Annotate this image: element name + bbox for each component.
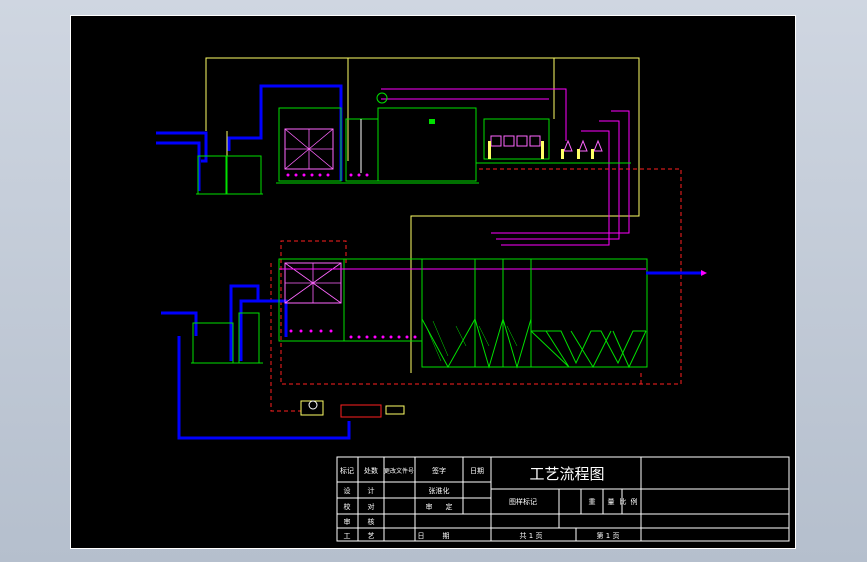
influent-pipe-lower [161, 311, 198, 336]
tb-check-1: 校 [344, 502, 351, 511]
tb-header-mark: 标记 [340, 466, 354, 475]
tb-approve-2: 定 [446, 502, 453, 511]
dosing-pumps-upper [490, 135, 603, 152]
tb-review-1: 审 [344, 517, 351, 526]
tb-header-date: 日期 [470, 467, 484, 475]
tb-ratio: 比 [620, 497, 627, 506]
tb-sheet-number: 第 1 页 [597, 531, 620, 540]
settling-tank-upper [377, 107, 477, 182]
tb-scale: 量 [608, 498, 615, 506]
tb-header-docno: 更改文件号 [384, 467, 414, 475]
tb-date-2: 期 [443, 532, 450, 540]
tb-header-count: 处数 [364, 466, 378, 475]
tb-check-2: 对 [368, 502, 375, 511]
tb-process-1: 工 [344, 532, 351, 540]
sedimentation-tank-lower [421, 258, 648, 368]
lower-process-train [161, 168, 707, 440]
tb-designer-name: 张淮化 [429, 486, 450, 495]
aerator-row-upper [286, 173, 369, 177]
tb-graph-mark: 图样标记 [509, 497, 537, 506]
process-flow-diagram: 工艺流程图 标记 处数 更改文件号 签字 日期 设 计 张淮化 校 对 审 定 … [156, 57, 790, 542]
regulating-tank-upper [226, 155, 262, 195]
sludge-drain-line [270, 263, 301, 412]
sludge-treatment-equipment [300, 400, 405, 418]
tb-design-2: 计 [368, 486, 375, 495]
dosing-skid-upper [483, 118, 550, 160]
screen-chamber-lower [192, 322, 234, 364]
tb-header-sign: 签字 [432, 466, 446, 475]
chemical-line-5 [501, 130, 610, 246]
lift-pipe-upper [227, 84, 343, 181]
chemical-line-1 [381, 88, 567, 141]
tb-weight: 重 [589, 498, 596, 506]
tb-date-1: 日 [418, 532, 425, 540]
chemical-line-3 [491, 110, 630, 234]
influent-pipe-upper-2 [156, 141, 201, 191]
tb-sheets-total: 共 1 页 [520, 531, 543, 540]
contact-tank-upper [345, 118, 379, 182]
tb-ratio-2: 例 [631, 497, 638, 506]
drawing-title: 工艺流程图 [529, 465, 604, 483]
aerator-row-lower [289, 329, 417, 339]
air-supply-line [205, 57, 640, 373]
blower-icon-upper [376, 92, 388, 104]
sludge-return-line [280, 168, 682, 385]
tb-process-2: 艺 [368, 532, 375, 540]
title-block [336, 456, 790, 542]
hoppers-lower [421, 318, 647, 369]
hopper-hatch [425, 320, 518, 362]
upper-process-train [156, 57, 640, 373]
aeration-tank-lower [343, 258, 423, 342]
tb-design-1: 设 [344, 486, 351, 495]
lift-pipe-lower-2 [239, 299, 288, 361]
chemical-line-4 [496, 120, 620, 240]
tb-approve-1: 审 [426, 502, 433, 511]
tb-review-2: 核 [368, 517, 375, 526]
hydrolysis-tank-upper [278, 107, 342, 182]
influent-pipe-upper [156, 131, 208, 163]
recirc-pipe-lower [177, 336, 351, 440]
lift-pipe-lower [229, 284, 260, 361]
cad-drawing-viewport[interactable]: 工艺流程图 标记 处数 更改文件号 签字 日期 设 计 张淮化 校 对 审 定 … [70, 15, 796, 549]
